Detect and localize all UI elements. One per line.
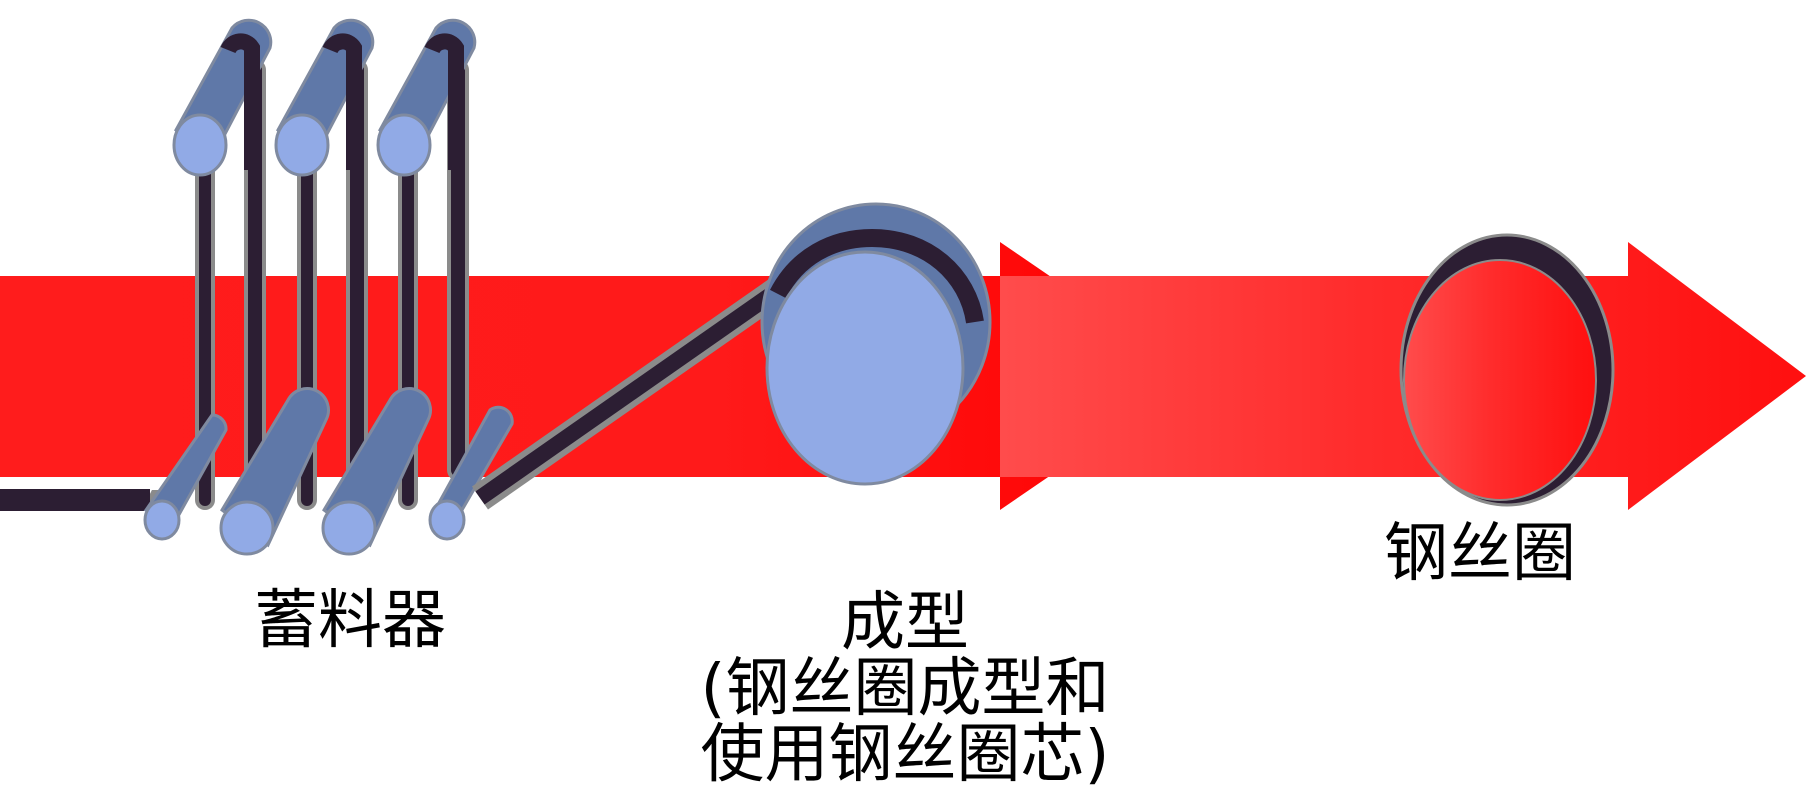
top-roller-2: [274, 18, 375, 177]
bead-ring-label: 钢丝圈: [1384, 517, 1576, 591]
accumulator-label: 蓄料器: [254, 584, 446, 658]
bottom-roller-3: [321, 387, 432, 556]
forming-drum: [760, 202, 992, 486]
bottom-roller-4: [428, 405, 514, 541]
bottom-roller-2: [219, 387, 330, 556]
forming-label-line-2: (钢丝圈成型和: [700, 652, 1110, 726]
forming-label: 成型 (钢丝圈成型和 使用钢丝圈芯): [680, 590, 1130, 788]
forming-label-line-3: 使用钢丝圈芯): [700, 718, 1110, 792]
top-roller-3: [376, 18, 477, 177]
forming-label-line-1: 成型: [841, 586, 969, 660]
bead-ring-icon: [1399, 233, 1615, 507]
bottom-roller-1: [143, 413, 228, 541]
accumulator: [143, 18, 514, 556]
top-roller-1: [172, 18, 273, 177]
